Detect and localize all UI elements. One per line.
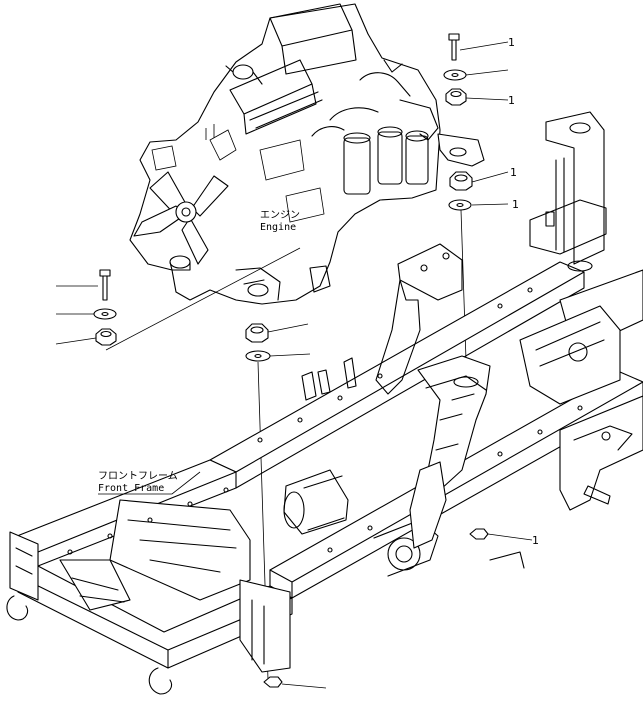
front-frame [6, 111, 643, 695]
callout-2: 1 [508, 94, 515, 107]
callout-1: 1 [508, 36, 515, 49]
fuel-filter-group [343, 126, 429, 195]
engine-label-en: Engine [260, 222, 296, 233]
frame-label: フロントフレーム Front Frame [98, 470, 201, 495]
callout-4: 1 [512, 198, 519, 211]
frame-label-en: Front Frame [98, 483, 164, 494]
callout-3: 1 [510, 166, 517, 179]
engine-assembly [129, 3, 485, 305]
engine-label-jp: エンジン [260, 210, 300, 221]
rivet-pattern [67, 287, 583, 555]
callout-5: 1 [532, 534, 539, 547]
fastener-stack-right [443, 33, 533, 541]
cooling-fan [133, 171, 229, 265]
fastener-stack-left [55, 247, 301, 351]
engine-label: エンジン Engine [260, 210, 300, 233]
frame-label-jp: フロントフレーム [98, 470, 178, 482]
callout-numbers: 1 1 1 1 1 [508, 36, 539, 547]
